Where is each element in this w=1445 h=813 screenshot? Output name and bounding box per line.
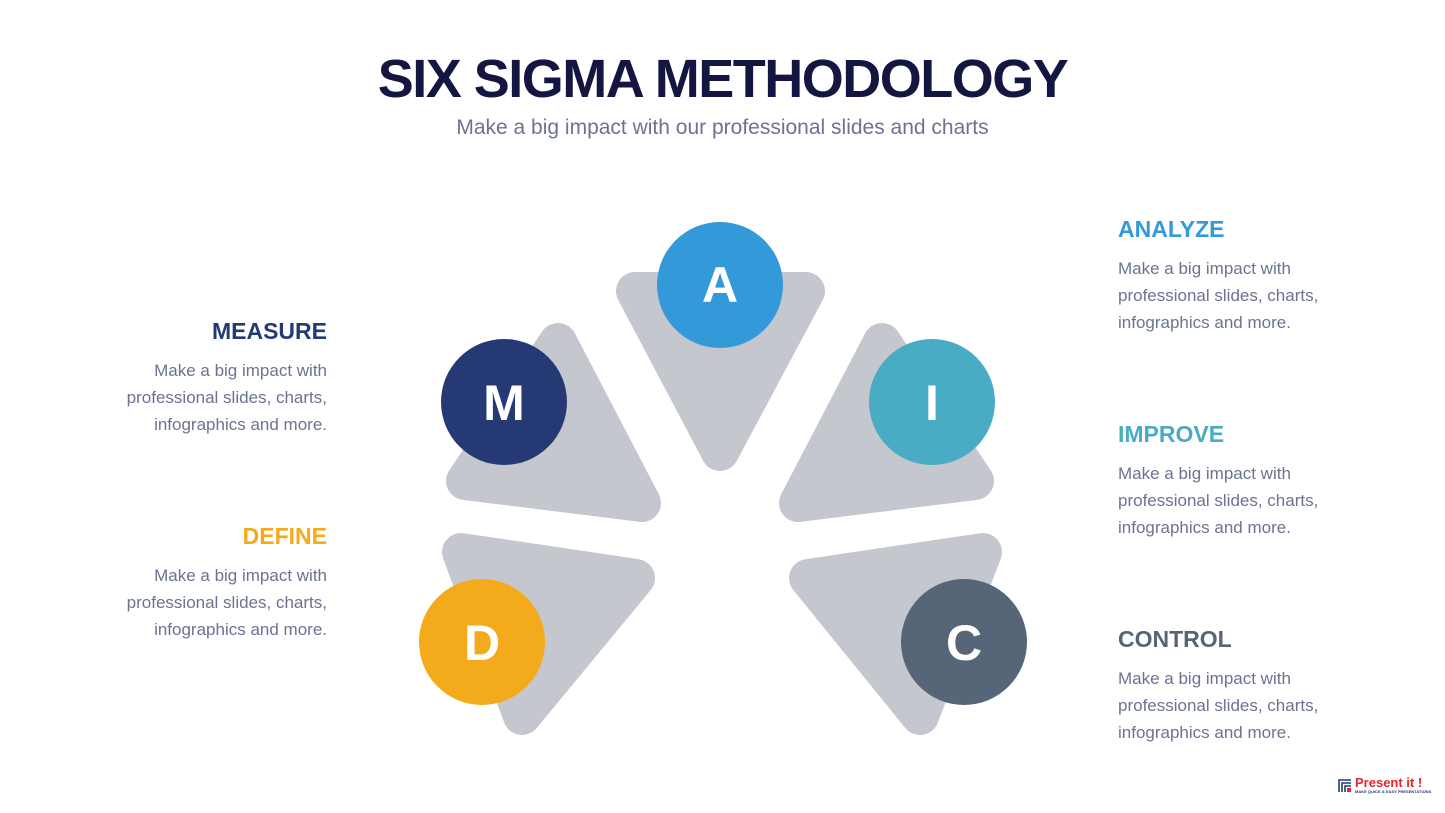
measure-title: MEASURE — [211, 318, 327, 344]
logo-tagline: MAKE QUICK & EASY PRESENTATIONS — [1355, 789, 1432, 794]
improve-block: IMPROVE Make a big impact with professio… — [1118, 421, 1418, 541]
brand-logo: Present it ! MAKE QUICK & EASY PRESENTAT… — [1338, 775, 1432, 794]
improve-text-2: professional slides, charts, — [1118, 491, 1319, 510]
analyze-letter: A — [702, 257, 738, 313]
page-subtitle: Make a big impact with our professional … — [456, 116, 989, 139]
define-letter: D — [464, 615, 500, 671]
logo-icon — [1338, 778, 1351, 792]
define-title: DEFINE — [242, 523, 327, 549]
control-text-3: infographics and more. — [1118, 723, 1291, 742]
improve-text-1: Make a big impact with — [1118, 464, 1291, 483]
analyze-text-1: Make a big impact with — [1118, 259, 1291, 278]
define-circle — [419, 579, 545, 705]
analyze-text-3: infographics and more. — [1118, 313, 1291, 332]
improve-title: IMPROVE — [1118, 421, 1225, 447]
control-block: CONTROL Make a big impact with professio… — [1118, 626, 1418, 746]
logo-name: Present it ! — [1355, 775, 1423, 790]
control-circle — [901, 579, 1027, 705]
define-block: DEFINE Make a big impact with profession… — [27, 523, 327, 643]
improve-letter: I — [925, 375, 939, 431]
define-text-2: professional slides, charts, — [126, 593, 327, 612]
measure-letter: M — [483, 375, 525, 431]
measure-text-1: Make a big impact with — [154, 361, 327, 380]
page-title: SIX SIGMA METHODOLOGY — [377, 49, 1069, 109]
improve-circle — [869, 339, 995, 465]
control-title: CONTROL — [1118, 626, 1232, 652]
measure-text-3: infographics and more. — [154, 415, 327, 434]
improve-text-3: infographics and more. — [1118, 518, 1291, 537]
analyze-title: ANALYZE — [1118, 216, 1225, 242]
control-text-1: Make a big impact with — [1118, 669, 1291, 688]
measure-block: MEASURE Make a big impact with professio… — [27, 318, 327, 438]
analyze-block: ANALYZE Make a big impact with professio… — [1118, 216, 1418, 336]
define-text-3: infographics and more. — [154, 620, 327, 639]
define-text-1: Make a big impact with — [154, 566, 327, 585]
control-text-2: professional slides, charts, — [1118, 696, 1319, 715]
measure-text-2: professional slides, charts, — [126, 388, 327, 407]
analyze-text-2: professional slides, charts, — [1118, 286, 1319, 305]
measure-circle — [441, 339, 567, 465]
analyze-circle — [657, 222, 783, 348]
control-letter: C — [946, 615, 982, 671]
